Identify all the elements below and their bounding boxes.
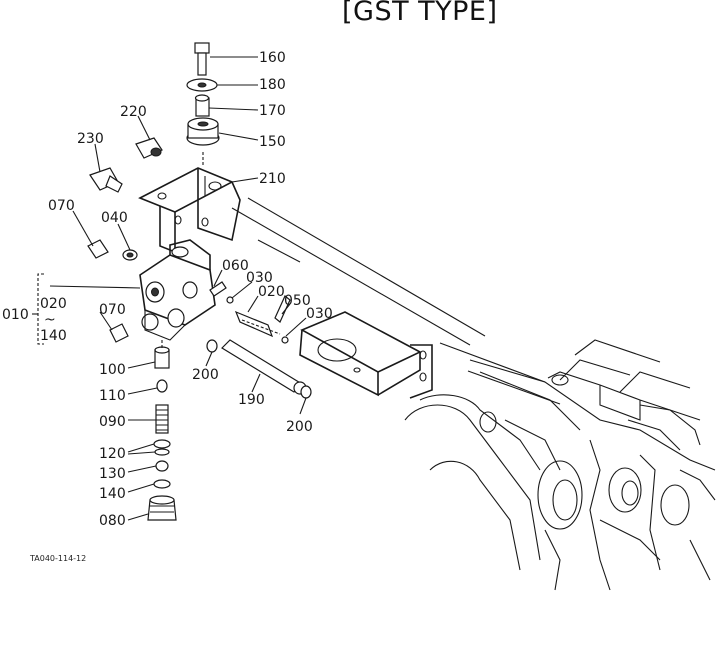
relief-stack [147, 340, 177, 521]
label-170: 170 [259, 103, 286, 119]
label-180: 180 [259, 77, 286, 93]
label-120: 120 [99, 446, 126, 462]
label-130: 130 [99, 466, 126, 482]
label-200-b: 200 [286, 419, 313, 435]
nut-040 [122, 249, 138, 261]
tractor-frame [231, 197, 716, 591]
label-010: 010 [2, 307, 29, 323]
label-220: 220 [120, 104, 147, 120]
label-140-a: 140 [40, 328, 67, 344]
mounting-plate [299, 311, 433, 399]
label-070-bottom: 070 [99, 302, 126, 318]
spool-parts [209, 281, 291, 344]
label-070-top: 070 [48, 198, 75, 214]
pipe-190 [206, 339, 312, 399]
label-190: 190 [238, 392, 265, 408]
label-160: 160 [259, 50, 286, 66]
label-020-a: 020 [40, 296, 67, 312]
part-labels: 160 180 170 150 210 220 230 070 040 060 … [2, 50, 333, 563]
label-050: 050 [284, 293, 311, 309]
label-020-b: 020 [258, 284, 285, 300]
label-060: 060 [222, 258, 249, 274]
label-100: 100 [99, 362, 126, 378]
label-150: 150 [259, 134, 286, 150]
fitting-070-top [87, 239, 109, 259]
page-title: [GST TYPE] [342, 0, 498, 27]
bolt-stack [186, 42, 220, 166]
fitting-220 [135, 137, 163, 159]
label-090: 090 [99, 414, 126, 430]
label-080: 080 [99, 513, 126, 529]
label-200-a: 200 [192, 367, 219, 383]
label-230: 230 [77, 131, 104, 147]
label-110: 110 [99, 388, 126, 404]
label-tilde: ~ [44, 312, 56, 328]
figure-code: TA040-114-12 [29, 554, 86, 563]
leader-lines [32, 56, 307, 521]
valve-body [139, 239, 216, 341]
label-030-b: 030 [306, 306, 333, 322]
label-210: 210 [259, 171, 286, 187]
label-030-a: 030 [246, 270, 273, 286]
label-140-b: 140 [99, 486, 126, 502]
fitting-230 [89, 167, 123, 193]
fitting-070-bottom [109, 323, 129, 343]
label-040: 040 [101, 210, 128, 226]
